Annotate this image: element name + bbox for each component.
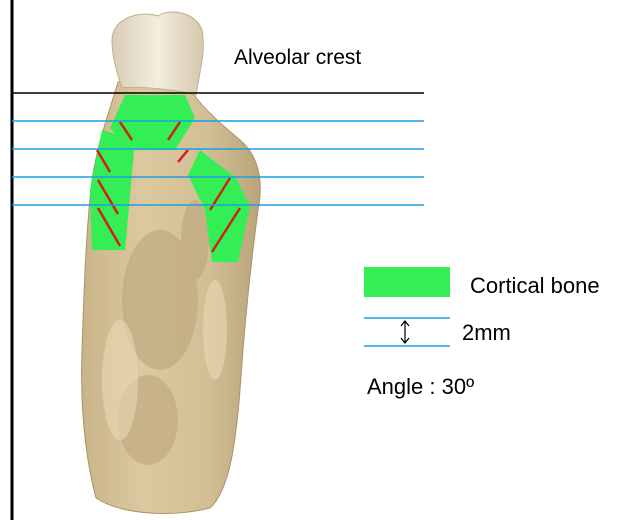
legend-angle-label: Angle : 30º: [367, 374, 474, 399]
legend-cortical-label: Cortical bone: [470, 273, 600, 298]
legend-spacing-arrow: [401, 321, 409, 343]
legend: Cortical bone 2mm Angle : 30º: [364, 267, 600, 399]
alveolar-crest-label: Alveolar crest: [234, 46, 361, 69]
legend-cortical-swatch: [364, 267, 450, 297]
tooth-crown: [112, 12, 203, 95]
legend-spacing-label: 2mm: [462, 320, 511, 345]
